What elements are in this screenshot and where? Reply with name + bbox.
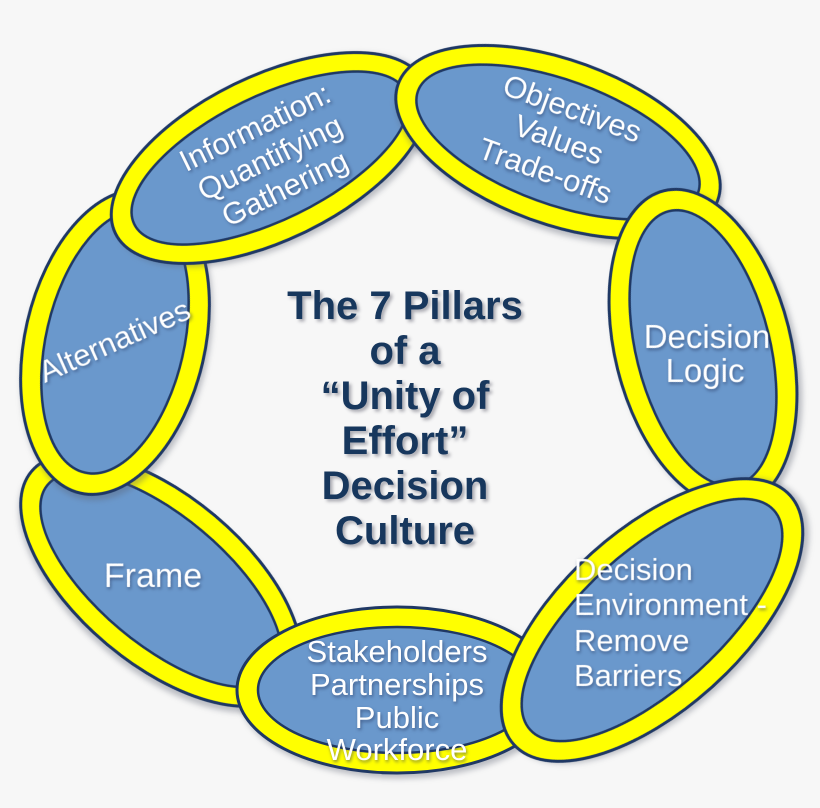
- stakeholders-label-line4: Workforce: [327, 732, 468, 767]
- pillar-information: Information: Quantifying Gathering: [109, 51, 431, 265]
- decision-environment-ellipse: [520, 497, 784, 743]
- pillar-frame: Frame: [19, 452, 303, 708]
- title-line-5: Decision: [321, 464, 489, 508]
- frame-label: Frame: [104, 557, 202, 595]
- pillar-alternatives: Alternatives: [19, 188, 211, 496]
- decision-logic-label-line1: Decision: [644, 318, 771, 355]
- decision-logic-label-line2: Logic: [666, 352, 745, 389]
- pillar-stakeholders: Stakeholders Partnerships Public Workfor…: [235, 605, 559, 775]
- title-line-6: Culture: [335, 509, 475, 553]
- title-line-2: of a: [369, 329, 441, 373]
- title-line-1: The 7 Pillars: [287, 284, 523, 328]
- decision-environment-label-line2: Environment -: [574, 587, 767, 622]
- decision-environment-label-line1: Decision: [574, 552, 693, 587]
- stakeholders-label-line1: Stakeholders: [307, 634, 488, 669]
- center-title: The 7 Pillars of a “Unity of Effort” Dec…: [0, 284, 810, 554]
- pillar-decision-environment: Decision Environment - Remove Barriers: [499, 477, 805, 763]
- title-line-3: “Unity of: [320, 374, 490, 418]
- decision-environment-label-line4: Barriers: [574, 658, 683, 693]
- pillar-decision-logic: Decision Logic: [607, 187, 799, 509]
- stakeholders-label-line3: Public: [355, 700, 439, 735]
- stakeholders-label-line2: Partnerships: [310, 667, 484, 702]
- title-line-4: Effort”: [341, 419, 469, 463]
- decision-environment-label-line3: Remove: [574, 623, 689, 658]
- pillar-objectives: Objectives Values Trade-offs: [394, 43, 722, 241]
